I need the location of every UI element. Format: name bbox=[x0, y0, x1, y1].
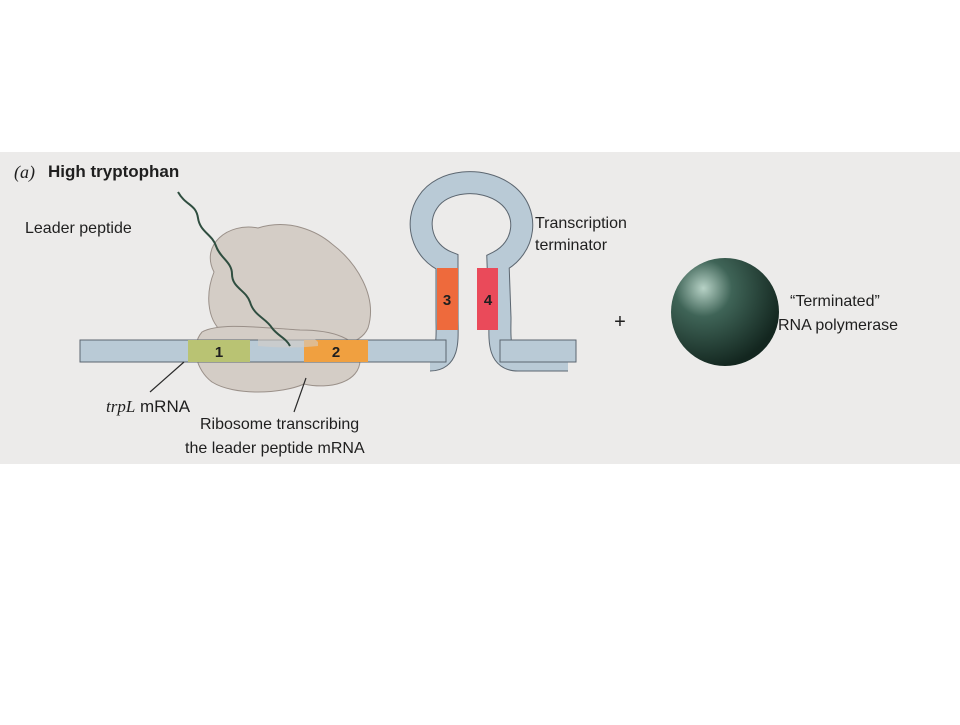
ribosome-leader-line bbox=[293, 377, 307, 413]
ribosome-label-line1: Ribosome transcribing bbox=[200, 416, 359, 433]
plus-sign: + bbox=[614, 311, 626, 333]
terminator-label-line1: Transcription bbox=[535, 215, 627, 232]
region-4 bbox=[477, 268, 498, 330]
trpl-mrna-suffix: mRNA bbox=[135, 397, 190, 416]
terminated-label-line2: RNA polymerase bbox=[778, 317, 898, 334]
ribosome-front-lobe bbox=[258, 329, 318, 348]
rna-polymerase bbox=[671, 258, 779, 366]
ribosome-label-line2: the leader peptide mRNA bbox=[185, 440, 365, 457]
trpl-gene-name: trpL bbox=[106, 397, 135, 416]
region-2-label: 2 bbox=[332, 344, 340, 361]
leader-peptide-label: Leader peptide bbox=[25, 220, 132, 237]
mrna-strand-tail bbox=[499, 339, 577, 363]
trpl-mrna-label: trpL mRNA bbox=[106, 397, 191, 416]
leader-peptide-chain bbox=[177, 191, 291, 347]
terminated-label-line1: “Terminated” bbox=[790, 293, 880, 310]
panel-label: (a) bbox=[14, 162, 35, 183]
region-2 bbox=[304, 340, 368, 362]
region-4-label: 4 bbox=[484, 292, 493, 309]
region-1 bbox=[188, 340, 250, 362]
region-3-label: 3 bbox=[443, 292, 451, 309]
trpl-leader-line bbox=[149, 361, 185, 393]
region-1-label: 1 bbox=[215, 344, 223, 361]
terminator-label-line2: terminator bbox=[535, 237, 608, 254]
region-3 bbox=[437, 268, 458, 330]
panel-title: High tryptophan bbox=[48, 162, 179, 181]
